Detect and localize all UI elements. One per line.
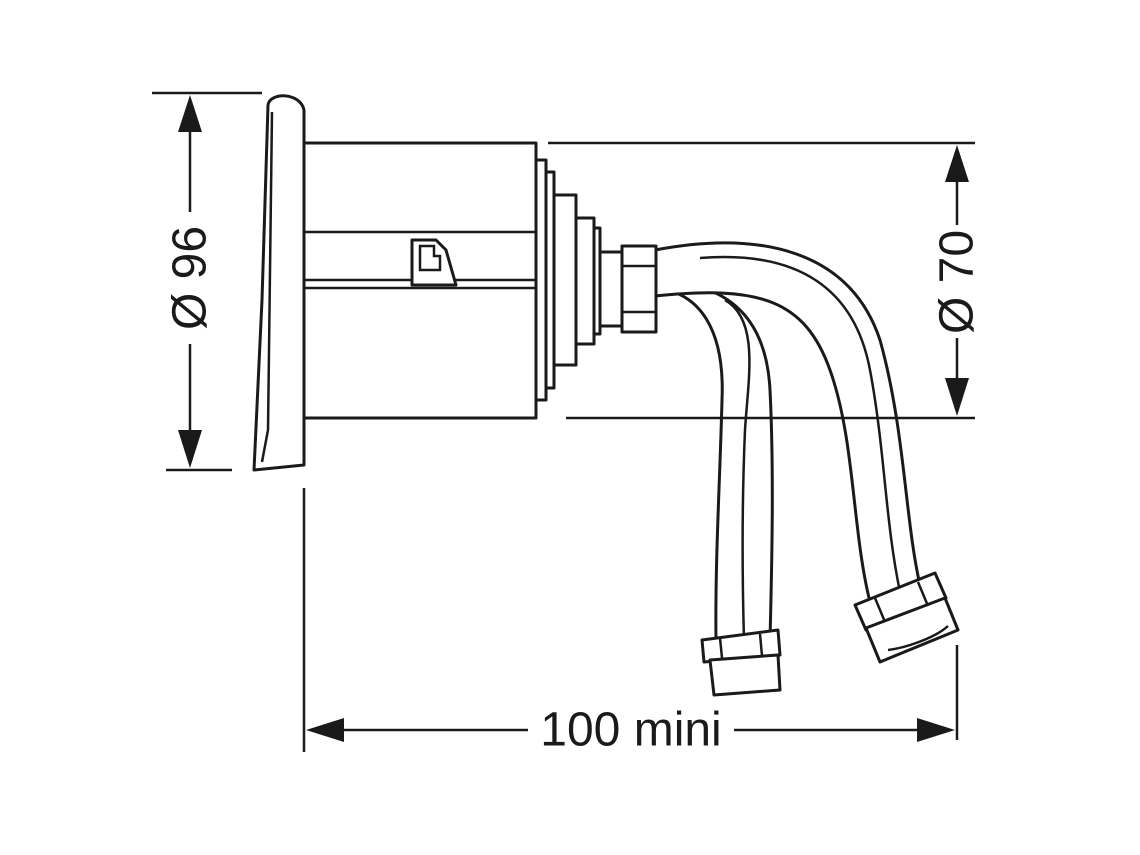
tilted-hose-nut (853, 571, 960, 664)
dimension-min-depth: 100 mini (302, 488, 959, 757)
min-depth-label: 100 mini (540, 704, 721, 757)
coupling (598, 250, 624, 328)
body-diameter-label: Ø 70 (931, 230, 984, 334)
left-hose (653, 278, 774, 642)
outer-diameter-label: Ø 96 (164, 226, 217, 330)
hoses (653, 241, 922, 642)
clip (410, 238, 458, 287)
lower-hose-nut (700, 628, 782, 697)
dimension-body-diameter: Ø 70 (548, 141, 984, 420)
housing (252, 94, 658, 472)
dimension-outer-diameter: Ø 96 (152, 91, 262, 472)
front-flange (252, 94, 306, 472)
